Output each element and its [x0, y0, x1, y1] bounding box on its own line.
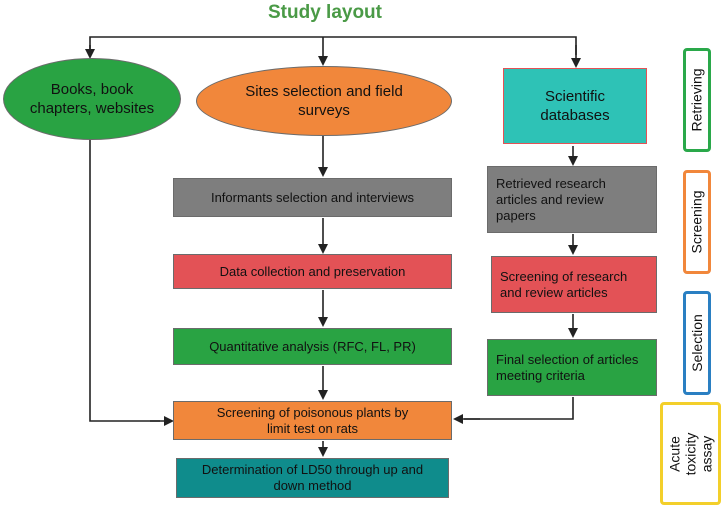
diagram-title: Study layout	[267, 2, 382, 23]
retrieving-label: Retrieving	[683, 48, 711, 152]
final-to-screening-line	[464, 397, 574, 420]
ld50-step: Determination of LD50 through up and dow…	[176, 458, 449, 498]
informants-step: Informants selection and interviews	[173, 178, 452, 217]
limit-test-step: Screening of poisonous plants by limit t…	[173, 401, 452, 440]
sites-source: Sites selection and field surveys	[196, 66, 452, 136]
data-collection-step: Data collection and preservation	[173, 254, 452, 289]
top-branch-line	[89, 36, 577, 55]
retrieved-articles-step: Retrieved research articles and review p…	[487, 166, 657, 233]
books-to-screening-line	[89, 138, 160, 422]
quantitative-analysis-step: Quantitative analysis (RFC, FL, PR)	[173, 328, 452, 365]
acute-toxicity-label: Acute toxicity assay	[660, 402, 721, 505]
books-source: Books, book chapters, websites	[3, 58, 181, 140]
databases-source: Scientific databases	[503, 68, 647, 144]
screening-label: Screening	[683, 170, 711, 274]
final-selection-step: Final selection of articles meeting crit…	[487, 339, 657, 396]
screening-articles-step: Screening of research and review article…	[491, 256, 657, 313]
selection-label: Selection	[683, 291, 711, 395]
